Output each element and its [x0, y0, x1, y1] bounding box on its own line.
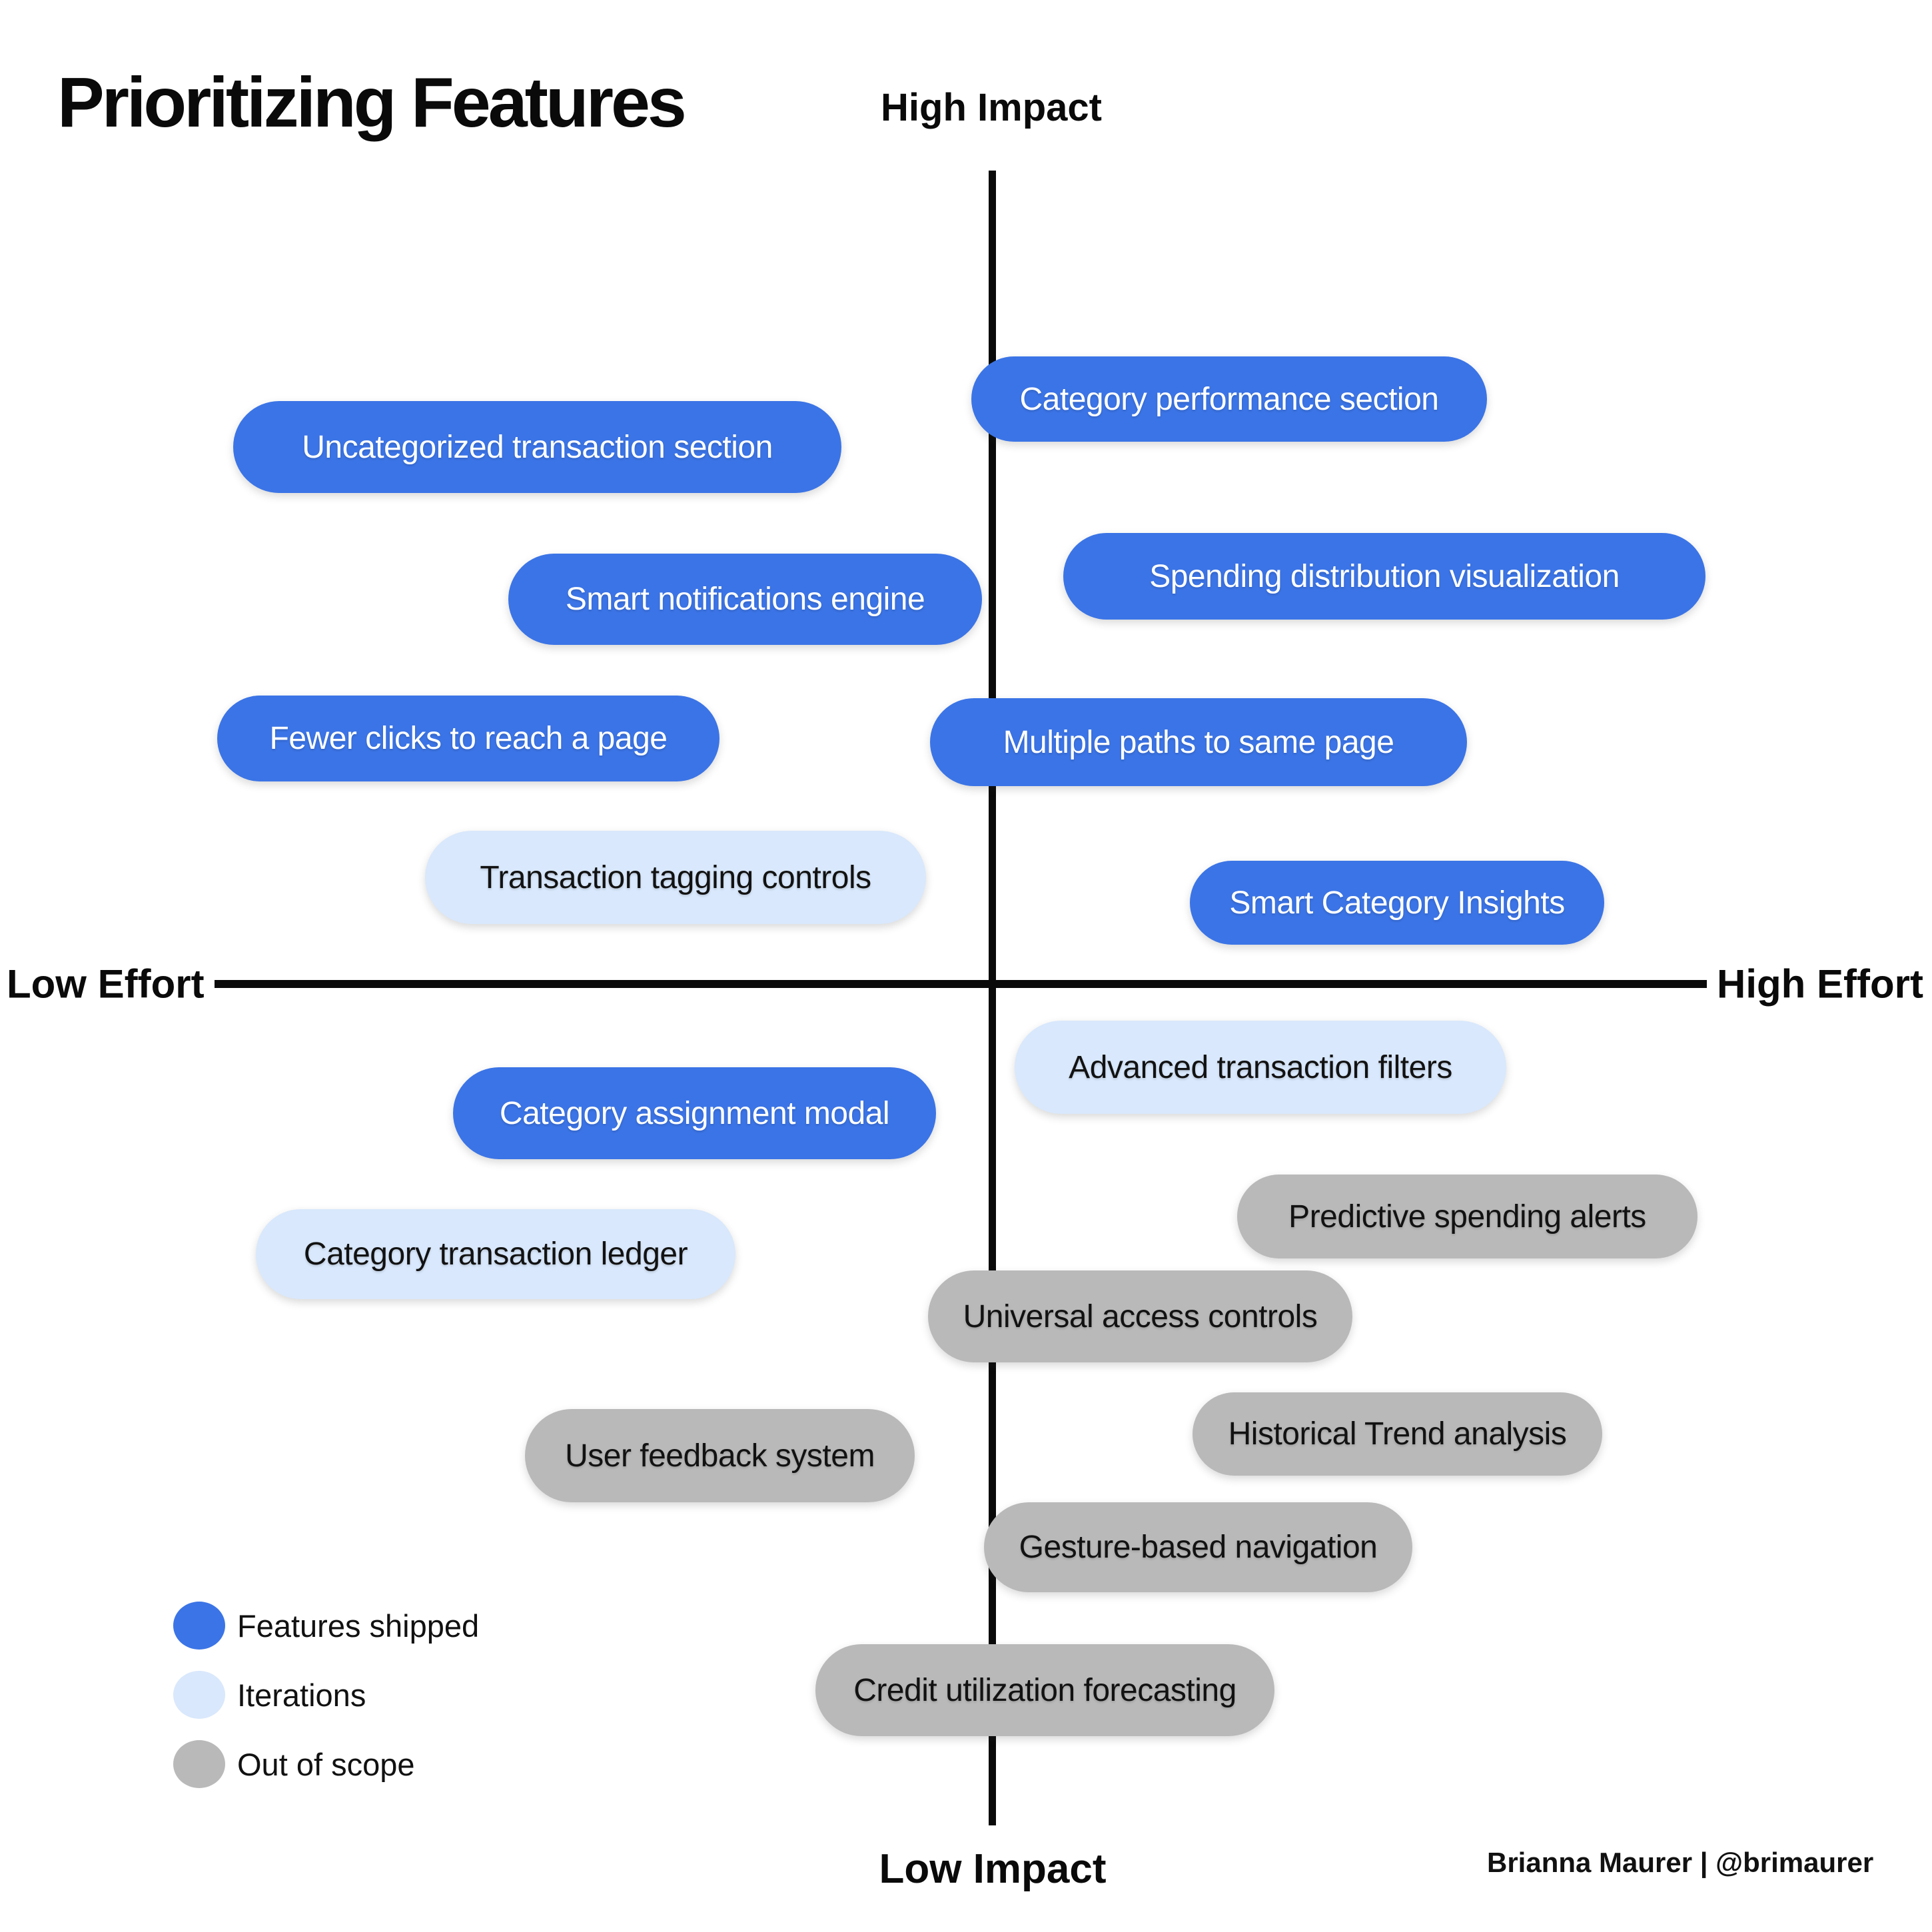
- feature-pill-label: Multiple paths to same page: [1003, 724, 1394, 760]
- legend-swatch-iteration-icon: [173, 1671, 225, 1719]
- feature-pill-smart-notifications-engine: Smart notifications engine: [508, 554, 982, 645]
- feature-pill-label: Historical Trend analysis: [1228, 1416, 1567, 1452]
- feature-pill-spending-distribution-visualization: Spending distribution visualization: [1063, 533, 1705, 620]
- legend-label: Features shipped: [237, 1608, 480, 1644]
- feature-pill-advanced-transaction-filters: Advanced transaction filters: [1015, 1021, 1506, 1114]
- feature-pill-label: Smart Category Insights: [1229, 885, 1565, 921]
- feature-pill-predictive-spending-alerts: Predictive spending alerts: [1237, 1175, 1697, 1258]
- feature-pill-uncategorized-transaction-section: Uncategorized transaction section: [233, 401, 841, 493]
- axis-label-high-impact: High Impact: [881, 86, 1102, 129]
- feature-pill-category-transaction-ledger: Category transaction ledger: [256, 1209, 735, 1299]
- feature-pill-gesture-based-navigation: Gesture-based navigation: [984, 1502, 1412, 1592]
- feature-pill-label: Predictive spending alerts: [1288, 1199, 1646, 1234]
- feature-pill-category-assignment-modal: Category assignment modal: [453, 1067, 936, 1159]
- feature-pill-universal-access-controls: Universal access controls: [928, 1270, 1352, 1362]
- feature-pill-historical-trend-analysis: Historical Trend analysis: [1193, 1392, 1602, 1476]
- legend-swatch-out-of-scope-icon: [173, 1740, 225, 1788]
- legend-label: Out of scope: [237, 1746, 415, 1782]
- feature-pill-label: Spending distribution visualization: [1149, 558, 1620, 594]
- impact-axis-line: [989, 171, 996, 1825]
- feature-pill-label: Category assignment modal: [499, 1095, 890, 1131]
- axis-label-low-effort: Low Effort: [7, 961, 205, 1007]
- feature-pill-user-feedback-system: User feedback system: [525, 1409, 915, 1502]
- page-title: Prioritizing Features: [57, 63, 687, 142]
- legend-row-iterations: Iterations: [173, 1670, 479, 1720]
- legend-row-features-shipped: Features shipped: [173, 1600, 479, 1651]
- feature-pill-label: Gesture-based navigation: [1019, 1530, 1378, 1565]
- feature-pill-category-performance-section: Category performance section: [971, 356, 1487, 442]
- effort-axis-line: [215, 980, 1707, 988]
- axis-label-low-impact: Low Impact: [879, 1846, 1107, 1892]
- feature-pill-label: Advanced transaction filters: [1069, 1049, 1452, 1085]
- feature-pill-label: Uncategorized transaction section: [302, 429, 773, 465]
- legend-swatch-shipped-icon: [173, 1602, 225, 1650]
- axis-label-high-effort: High Effort: [1717, 961, 1923, 1007]
- feature-pill-multiple-paths-to-same-page: Multiple paths to same page: [930, 698, 1467, 786]
- feature-pill-smart-category-insights: Smart Category Insights: [1190, 861, 1604, 945]
- feature-pill-credit-utilization-forecasting: Credit utilization forecasting: [815, 1644, 1274, 1736]
- feature-pill-label: Transaction tagging controls: [480, 859, 871, 895]
- feature-pill-transaction-tagging-controls: Transaction tagging controls: [425, 831, 926, 924]
- credit-text: Brianna Maurer | @brimaurer: [1487, 1847, 1874, 1878]
- feature-pill-label: Credit utilization forecasting: [853, 1672, 1236, 1708]
- feature-pill-label: User feedback system: [565, 1438, 875, 1474]
- feature-pill-fewer-clicks-to-reach-a-page: Fewer clicks to reach a page: [217, 696, 720, 781]
- feature-pill-label: Smart notifications engine: [565, 582, 925, 617]
- feature-pill-label: Category transaction ledger: [303, 1236, 688, 1272]
- legend-row-out-of-scope: Out of scope: [173, 1739, 479, 1789]
- feature-pill-label: Universal access controls: [963, 1298, 1318, 1334]
- feature-pill-label: Category performance section: [1019, 381, 1439, 417]
- legend-label: Iterations: [237, 1677, 366, 1713]
- feature-pill-label: Fewer clicks to reach a page: [269, 721, 668, 756]
